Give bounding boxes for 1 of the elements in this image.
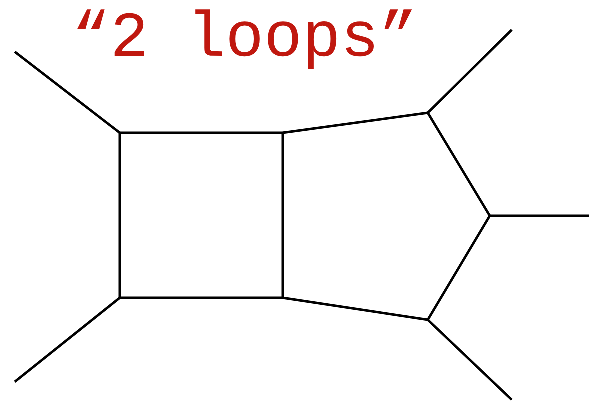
title: “2 loops” [72,3,418,78]
